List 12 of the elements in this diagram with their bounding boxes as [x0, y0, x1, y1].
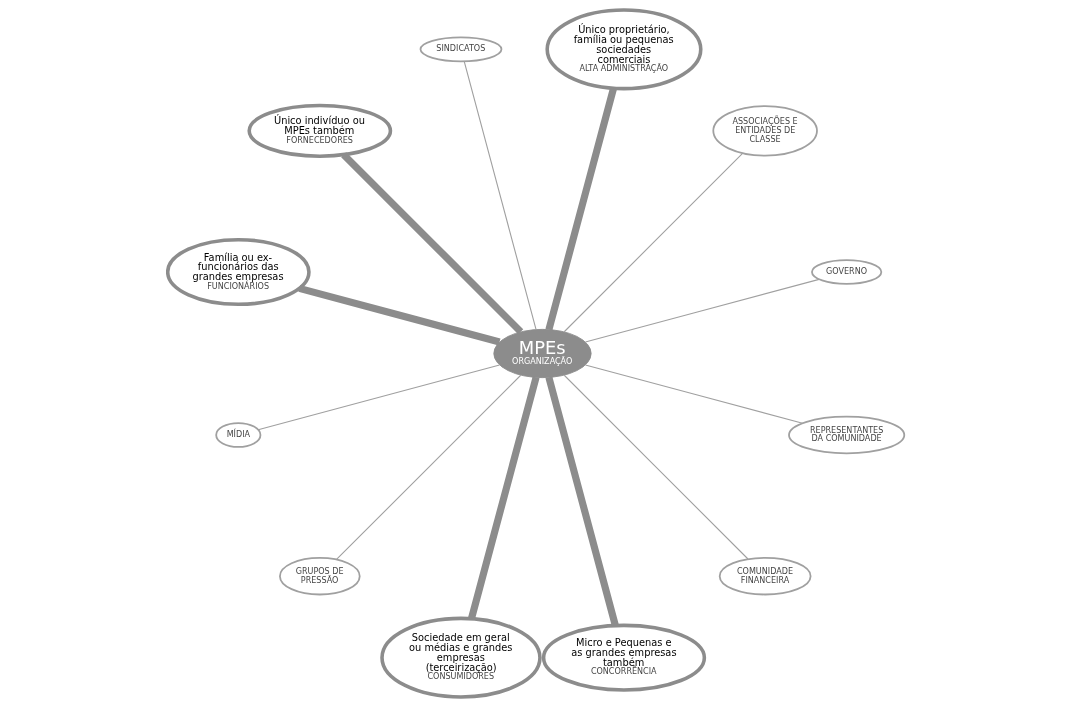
connector: [544, 87, 617, 331]
connector: [467, 376, 540, 620]
connector: [335, 374, 521, 560]
connector: [340, 152, 523, 335]
connector: [563, 374, 749, 560]
connector: [297, 284, 500, 346]
connector: [463, 60, 537, 331]
connector: [563, 152, 743, 333]
connector: [257, 364, 500, 431]
connector: [544, 376, 619, 627]
connector: [584, 278, 820, 343]
connector: [584, 364, 803, 424]
